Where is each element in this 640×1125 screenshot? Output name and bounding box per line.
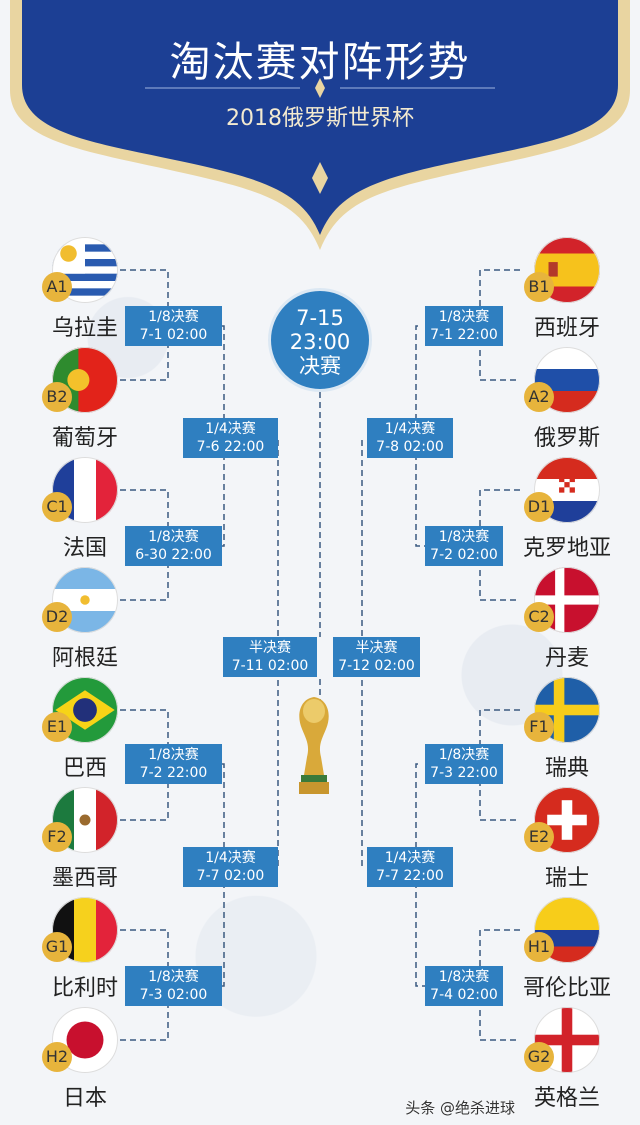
team-name: 法国 xyxy=(62,536,107,561)
team-name: 日本 xyxy=(62,1086,107,1111)
round-of-16-match-box[interactable]: 1/8决赛 6-30 22:00 xyxy=(125,526,222,566)
group-seed-badge: E1 xyxy=(42,712,72,742)
match-round: 1/8决赛 xyxy=(148,529,199,545)
watermark: 头条 @绝杀进球 xyxy=(405,1099,515,1117)
final-date: 7-15 xyxy=(296,306,344,330)
final-label: 决赛 xyxy=(299,354,341,378)
group-seed-badge: H2 xyxy=(42,1042,72,1072)
team-name: 克罗地亚 xyxy=(522,536,611,561)
group-seed-badge: D2 xyxy=(42,602,72,632)
final-time: 23:00 xyxy=(289,330,351,354)
team-name: 墨西哥 xyxy=(51,866,118,891)
diamond-icon xyxy=(312,162,328,194)
semifinal-match-box[interactable]: 半决赛 7-12 02:00 xyxy=(333,637,420,677)
match-round: 1/4决赛 xyxy=(384,421,436,437)
match-round: 1/4决赛 xyxy=(384,850,436,866)
group-seed-badge: F1 xyxy=(524,712,554,742)
match-round: 半决赛 xyxy=(355,640,398,656)
world-cup-trophy-icon xyxy=(299,697,329,794)
match-round: 1/8决赛 xyxy=(438,969,490,985)
match-round: 1/8决赛 xyxy=(148,969,199,985)
match-time: 7-1 02:00 xyxy=(139,327,208,343)
colombia-flag-icon xyxy=(534,897,600,967)
final-match-circle[interactable]: 7-15 23:00 决赛 xyxy=(268,288,372,392)
match-time: 7-1 22:00 xyxy=(430,327,498,343)
match-time: 7-7 22:00 xyxy=(376,868,444,884)
match-time: 7-8 02:00 xyxy=(376,439,444,455)
round-of-16-match-box[interactable]: 1/8决赛 7-2 02:00 xyxy=(425,526,503,566)
group-seed-badge: G2 xyxy=(524,1042,554,1072)
diamond-icon xyxy=(315,78,325,98)
match-time: 7-7 02:00 xyxy=(196,868,265,884)
round-of-16-match-box[interactable]: 1/8决赛 7-1 22:00 xyxy=(425,306,503,346)
page-subtitle: 2018俄罗斯世界杯 xyxy=(226,106,414,131)
match-time: 7-4 02:00 xyxy=(430,987,498,1003)
match-time: 7-3 22:00 xyxy=(430,765,498,781)
team-name: 哥伦比亚 xyxy=(522,976,611,1001)
quarterfinal-match-box[interactable]: 1/4决赛 7-7 22:00 xyxy=(367,847,453,887)
croatia-flag-icon xyxy=(534,457,600,527)
match-time: 7-6 22:00 xyxy=(196,439,265,455)
group-seed-badge: B1 xyxy=(524,272,554,302)
team-name: 乌拉圭 xyxy=(51,316,118,341)
match-round: 1/8决赛 xyxy=(148,309,199,325)
group-seed-badge: F2 xyxy=(42,822,72,852)
match-round: 1/8决赛 xyxy=(438,747,490,763)
match-round: 半决赛 xyxy=(249,640,291,656)
denmark-flag-icon xyxy=(534,567,600,637)
team-name: 瑞士 xyxy=(544,866,589,891)
round-of-16-match-box[interactable]: 1/8决赛 7-3 02:00 xyxy=(125,966,222,1006)
quarterfinal-match-box[interactable]: 1/4决赛 7-6 22:00 xyxy=(183,418,278,458)
match-round: 1/4决赛 xyxy=(205,421,256,437)
round-of-16-match-box[interactable]: 1/8决赛 7-3 22:00 xyxy=(425,744,503,784)
match-time: 7-12 02:00 xyxy=(338,658,415,674)
match-time: 7-3 02:00 xyxy=(139,987,208,1003)
team-name: 瑞典 xyxy=(544,756,589,781)
team-name: 阿根廷 xyxy=(51,646,118,671)
group-seed-badge: G1 xyxy=(42,932,72,962)
group-seed-badge: A2 xyxy=(524,382,554,412)
match-round: 1/4决赛 xyxy=(205,850,256,866)
banner-shape xyxy=(10,0,630,250)
team-name: 西班牙 xyxy=(533,316,600,341)
uruguay-flag-icon xyxy=(52,237,118,307)
match-round: 1/8决赛 xyxy=(438,309,490,325)
match-time: 7-11 02:00 xyxy=(231,658,309,674)
semifinal-match-box[interactable]: 半决赛 7-11 02:00 xyxy=(223,637,317,677)
match-round: 1/8决赛 xyxy=(148,747,199,763)
match-round: 1/8决赛 xyxy=(438,529,490,545)
group-seed-badge: C1 xyxy=(42,492,72,522)
quarterfinal-match-box[interactable]: 1/4决赛 7-7 02:00 xyxy=(183,847,278,887)
group-seed-badge: E2 xyxy=(524,822,554,852)
round-of-16-match-box[interactable]: 1/8决赛 7-4 02:00 xyxy=(425,966,503,1006)
match-time: 7-2 02:00 xyxy=(430,547,498,563)
group-seed-badge: C2 xyxy=(524,602,554,632)
match-time: 7-2 22:00 xyxy=(139,765,208,781)
team-name: 比利时 xyxy=(51,976,118,1001)
team-name: 丹麦 xyxy=(544,646,589,671)
header-banner: 淘汰赛对阵形势 2018俄罗斯世界杯 xyxy=(0,0,640,270)
group-seed-badge: B2 xyxy=(42,382,72,412)
group-seed-badge: H1 xyxy=(524,932,554,962)
page-title: 淘汰赛对阵形势 xyxy=(169,38,471,86)
team-name: 葡萄牙 xyxy=(51,426,118,451)
team-name: 俄罗斯 xyxy=(533,426,600,451)
quarterfinal-match-box[interactable]: 1/4决赛 7-8 02:00 xyxy=(367,418,453,458)
group-seed-badge: D1 xyxy=(524,492,554,522)
team-name: 巴西 xyxy=(62,756,107,781)
round-of-16-match-box[interactable]: 1/8决赛 7-1 02:00 xyxy=(125,306,222,346)
team-name: 英格兰 xyxy=(533,1086,600,1111)
round-of-16-match-box[interactable]: 1/8决赛 7-2 22:00 xyxy=(125,744,222,784)
group-seed-badge: A1 xyxy=(42,272,72,302)
match-time: 6-30 22:00 xyxy=(135,547,212,563)
